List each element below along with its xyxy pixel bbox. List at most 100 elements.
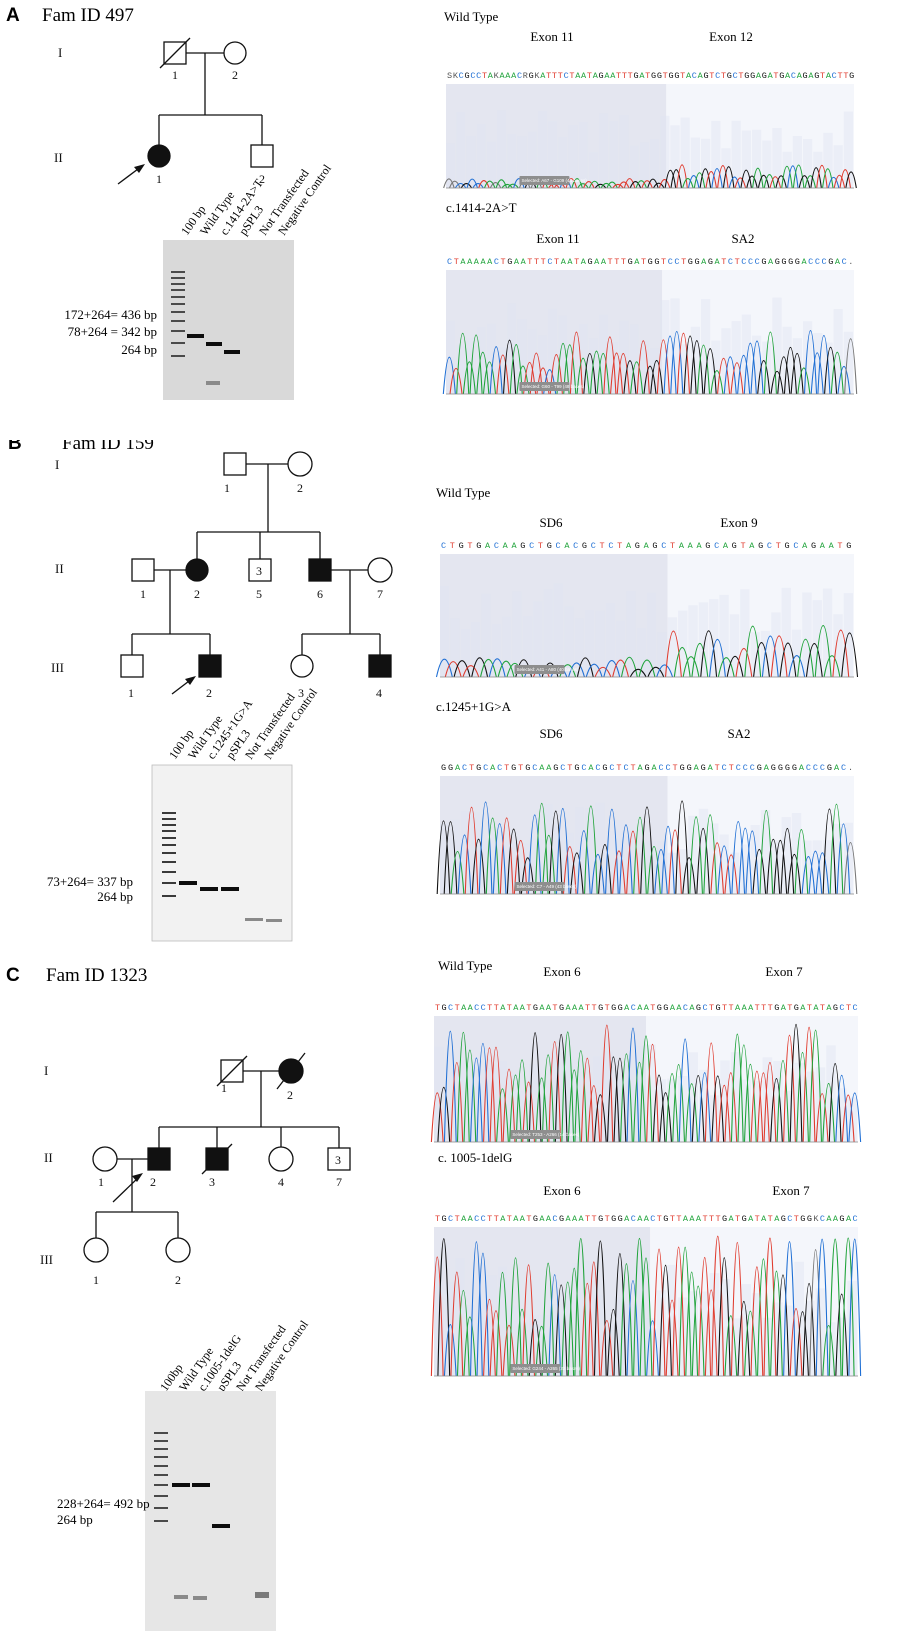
quality-bar	[522, 616, 533, 677]
quality-bar	[624, 1054, 635, 1142]
base-call: A	[460, 257, 466, 267]
trace-peak	[489, 1047, 503, 1143]
trace-peak	[780, 827, 795, 895]
selection-tag-text: Selected: A41 - A80 (40 bases)	[517, 667, 580, 672]
quality-bar	[729, 614, 740, 677]
trace-peak	[571, 178, 583, 189]
trace-peak	[830, 352, 844, 395]
trace-peak	[735, 647, 753, 678]
selected-region	[440, 554, 668, 677]
quality-bar	[558, 136, 568, 188]
panel-letter: A	[6, 5, 20, 26]
individual-number: 3	[209, 1175, 215, 1189]
base-call: T	[455, 1003, 460, 1013]
base-call: A	[540, 71, 546, 81]
trace-peak	[746, 175, 758, 189]
quality-bar	[619, 114, 629, 188]
individual-number: 3	[298, 686, 304, 700]
trace-peak	[740, 169, 752, 189]
base-call: T	[680, 71, 685, 81]
base-call: G	[442, 1214, 447, 1224]
base-call: C	[481, 1003, 486, 1013]
trace-peak	[798, 175, 811, 189]
base-call: T	[740, 541, 745, 551]
trace-peak	[476, 351, 490, 395]
base-call: A	[756, 71, 762, 81]
trace-peak	[682, 857, 696, 895]
base-call: A	[567, 257, 573, 267]
quality-bar	[486, 323, 496, 394]
trace-peak	[620, 1053, 633, 1143]
base-call: A	[820, 541, 826, 551]
trace-peak	[633, 817, 647, 895]
quality-bar	[593, 1056, 603, 1142]
trace-peak	[482, 361, 497, 395]
quality-bar	[760, 810, 771, 894]
base-call: A	[676, 1003, 682, 1013]
base-call: A	[474, 257, 480, 267]
trace-peak	[848, 1092, 862, 1143]
quality-bar	[578, 323, 588, 394]
quality-bar	[657, 841, 667, 894]
trace-peak	[737, 355, 751, 395]
base-call: A	[846, 1214, 852, 1224]
trace-peak	[750, 1266, 764, 1377]
quality-bar	[792, 136, 802, 188]
base-call: G	[464, 71, 469, 81]
trace-peak	[453, 660, 471, 678]
base-call: C	[666, 763, 671, 773]
base-call: A	[546, 1003, 552, 1013]
quality-bar	[582, 1092, 592, 1142]
selection-tag-text: Selected: C7 - A49 (43 bases)	[517, 884, 578, 889]
exon-label: SD6	[539, 515, 563, 530]
trace-peak	[699, 168, 712, 189]
trace-peak	[569, 852, 584, 895]
quality-bar	[574, 618, 584, 677]
base-call: T	[715, 763, 720, 773]
quality-bar	[833, 145, 843, 188]
base-call: G	[618, 1003, 623, 1013]
affected-female-symbol	[185, 558, 209, 582]
quality-bar	[550, 1304, 561, 1376]
male-sibship-count-symbol	[248, 558, 272, 582]
base-call: G	[792, 763, 797, 773]
individual-number: 4	[376, 686, 382, 700]
base-call: G	[694, 257, 699, 267]
trace-peak	[783, 1240, 796, 1377]
base-call: A	[768, 71, 774, 81]
trace-peak	[501, 183, 513, 189]
trace-peak	[704, 1289, 718, 1377]
quality-bar	[599, 113, 609, 188]
trace-peak	[815, 1093, 829, 1143]
base-call: T	[454, 257, 459, 267]
base-call: G	[674, 71, 679, 81]
base-call: G	[708, 257, 713, 267]
base-call: C	[806, 763, 811, 773]
trace-peak	[598, 843, 612, 895]
trace-peak	[633, 1237, 646, 1377]
base-call: A	[686, 71, 692, 81]
base-call: A	[694, 763, 700, 773]
trace-peak	[479, 658, 497, 678]
band-size-label: 264 bp	[57, 1512, 93, 1527]
quality-bar	[629, 324, 639, 394]
base-call: G	[800, 1214, 805, 1224]
trace-peak	[554, 1033, 568, 1143]
base-call: T	[504, 763, 509, 773]
trace-peak	[801, 856, 816, 895]
quality-bar	[635, 1266, 645, 1376]
female-symbol	[290, 654, 314, 678]
trace-peak	[612, 183, 624, 189]
base-call: G	[574, 763, 579, 773]
quality-bar	[667, 1264, 677, 1376]
trace-peak	[456, 333, 470, 395]
base-call: A	[546, 1214, 552, 1224]
quality-bar	[805, 1071, 815, 1142]
trace-peak	[743, 1310, 757, 1377]
base-call: G	[803, 71, 808, 81]
base-call: A	[624, 1003, 630, 1013]
trace-peak	[717, 657, 735, 678]
base-call: G	[628, 257, 633, 267]
trace-peak	[469, 1241, 483, 1377]
quality-bar	[502, 841, 512, 894]
